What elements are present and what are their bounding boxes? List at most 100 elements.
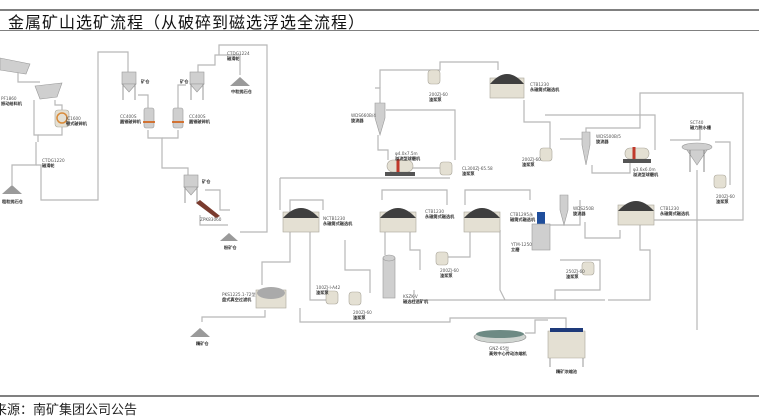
stockpile-coarse bbox=[2, 185, 22, 194]
label-bin-2: 矿仓 bbox=[180, 78, 189, 85]
label-drum4-model: CTB1295永 bbox=[510, 211, 534, 217]
label-pump7-name: 渣浆泵 bbox=[316, 289, 329, 296]
label-bin-1: 矿仓 bbox=[141, 78, 150, 85]
label-cyclone1-name: 旋流器 bbox=[350, 117, 364, 124]
label-cone1-model: CC400S bbox=[120, 114, 137, 119]
feeder-equipment bbox=[0, 57, 63, 100]
label-feeder-name: 振动给料机 bbox=[1, 100, 23, 107]
cone-crusher-1 bbox=[143, 107, 155, 129]
slurry-pump-3 bbox=[539, 147, 553, 162]
label-drum1-name: 永磁筒式磁选机 bbox=[530, 86, 560, 93]
magnetic-column bbox=[382, 254, 396, 299]
hydrocyclone-2 bbox=[581, 131, 591, 166]
label-pulley1-name: 磁滑轮 bbox=[41, 162, 55, 169]
label-mill1-name: 溢流型球磨机 bbox=[395, 155, 421, 162]
cone-crusher-2 bbox=[172, 107, 184, 129]
label-pump2-model: CL300ZJ-65.58 bbox=[462, 166, 493, 171]
label-pulley2-name: 磁滑轮 bbox=[226, 55, 240, 62]
label-pump4-name: 渣浆泵 bbox=[716, 198, 729, 205]
label-column-name: 磁选柱选矿机 bbox=[402, 298, 429, 305]
ball-mill-2 bbox=[623, 147, 651, 163]
label-jaw-model: JC1600 bbox=[65, 116, 81, 121]
label-pump5-name: 渣浆泵 bbox=[440, 272, 453, 279]
jaw-crusher bbox=[54, 109, 70, 128]
label-cyclone3-model: WDS250B bbox=[573, 206, 594, 211]
label-pile3: 粉矿仓 bbox=[224, 244, 237, 251]
label-thickener-name: 高效中心传动浓缩机 bbox=[489, 350, 528, 357]
disc-vacuum-filter bbox=[255, 287, 287, 309]
ore-bin-3 bbox=[183, 174, 199, 203]
label-drum2-name: 永磁筒式磁选机 bbox=[323, 220, 353, 227]
label-pump5-model: 200ZJ-60 bbox=[440, 268, 459, 273]
label-pump7-model: 100ZJ-I-A42 bbox=[316, 285, 341, 290]
label-pump1-model: 200ZJ-60 bbox=[429, 92, 448, 97]
magnetic-drum-2 bbox=[282, 208, 320, 233]
slurry-pump-8 bbox=[348, 291, 362, 306]
label-cyclone1-model: WDS660B/4 bbox=[351, 113, 376, 118]
label-pile4: 精矿仓 bbox=[196, 340, 209, 347]
label-pump4-model: 200ZJ-60 bbox=[716, 194, 735, 199]
slurry-pump-7 bbox=[325, 290, 339, 305]
label-feeder-model: PF1860 bbox=[1, 96, 17, 101]
magnetic-drum-3 bbox=[379, 208, 417, 233]
label-cyclone3-name: 旋流器 bbox=[572, 210, 586, 217]
label-filter-model: PKS1225.1-72型 bbox=[222, 291, 256, 297]
title-rule bbox=[0, 30, 759, 31]
label-drum2-model: NCTB1230 bbox=[323, 216, 345, 221]
label-jaw-name: 颚式破碎机 bbox=[66, 120, 88, 127]
ore-bin-2 bbox=[189, 71, 205, 100]
top-rule bbox=[0, 9, 759, 11]
label-mill1-model: φ4.0x7.5m bbox=[395, 151, 418, 156]
label-pulley2-model: CTDG1224 bbox=[227, 51, 250, 56]
slurry-pump-6 bbox=[581, 261, 595, 276]
page-title: 金属矿山选矿流程（从破碎到磁选浮选全流程） bbox=[8, 13, 366, 32]
label-pump8-name: 渣浆泵 bbox=[353, 314, 366, 321]
label-column-model: KSZK-V bbox=[403, 294, 418, 299]
label-cone2-name: 圆锥破碎机 bbox=[189, 118, 211, 125]
slurry-pump-4 bbox=[713, 174, 727, 189]
label-vertmill-model: YTM-1250 bbox=[510, 242, 532, 247]
label-pump2-name: 渣浆泵 bbox=[462, 170, 475, 177]
label-pump6-name: 渣浆泵 bbox=[566, 273, 579, 280]
magnetic-drum-5 bbox=[617, 201, 655, 226]
process-flow-diagram: PF1860 振动给料机 JC1600 颚式破碎机 CTDG1220 磁滑轮 粗… bbox=[0, 44, 744, 375]
label-drum3-name: 永磁筒式磁选机 bbox=[425, 213, 455, 220]
label-drum5-model: CTB1230 bbox=[660, 206, 679, 211]
label-pump3-model: 200ZJ-60 bbox=[522, 157, 541, 162]
pipelines bbox=[11, 44, 744, 334]
label-pump3-name: 渣浆泵 bbox=[522, 161, 535, 168]
label-pile1: 粗粒抛石仓 bbox=[2, 198, 24, 205]
label-cyclone2-model: WDS500B/5 bbox=[596, 134, 621, 139]
label-cone2-model: CC400S bbox=[189, 114, 206, 119]
stockpile-powder bbox=[220, 233, 238, 241]
label-mill2-name: 溢流型球磨机 bbox=[633, 171, 659, 178]
ore-bin-1 bbox=[121, 71, 137, 100]
stockpile-concentrate bbox=[190, 328, 210, 337]
label-pump8-model: 200ZJ-60 bbox=[353, 310, 372, 315]
magnetic-drum-4 bbox=[463, 208, 501, 233]
equipment-labels: PF1860 振动给料机 JC1600 颚式破碎机 CTDG1220 磁滑轮 粗… bbox=[1, 51, 735, 375]
label-thickener-model: GNZ-65型 bbox=[489, 345, 509, 351]
label-pump6-model: 250ZJ-60 bbox=[566, 269, 585, 274]
magnetic-drum-1 bbox=[489, 74, 525, 99]
ball-mill-1 bbox=[385, 159, 415, 176]
label-bin-3: 矿仓 bbox=[202, 178, 211, 185]
bottom-rule bbox=[0, 395, 759, 397]
slurry-pump-2 bbox=[439, 161, 453, 176]
slurry-pump-1 bbox=[427, 69, 441, 85]
label-mill2-model: φ3.6x6.0m bbox=[633, 167, 656, 172]
slurry-pump-5 bbox=[435, 251, 449, 266]
stockpile-middle bbox=[230, 77, 250, 86]
label-drum3-model: CTB1230 bbox=[425, 209, 444, 214]
hydrocyclone-3 bbox=[559, 194, 569, 227]
label-drum5-name: 永磁筒式磁选机 bbox=[660, 210, 690, 217]
concentrate-tank bbox=[547, 328, 586, 367]
source-note: 来源：南矿集团公司公告 bbox=[0, 403, 138, 418]
label-vertmill-name: 立磨 bbox=[511, 246, 520, 253]
label-tank: 精矿浓缩池 bbox=[556, 368, 578, 375]
label-drum1-model: CTB1230 bbox=[530, 82, 549, 87]
label-cyclone2-name: 旋流器 bbox=[595, 138, 609, 145]
hydrocyclone-1 bbox=[374, 102, 386, 137]
label-pulley1-model: CTDG1220 bbox=[42, 158, 65, 163]
magnetic-dewatering-tank bbox=[681, 142, 713, 172]
